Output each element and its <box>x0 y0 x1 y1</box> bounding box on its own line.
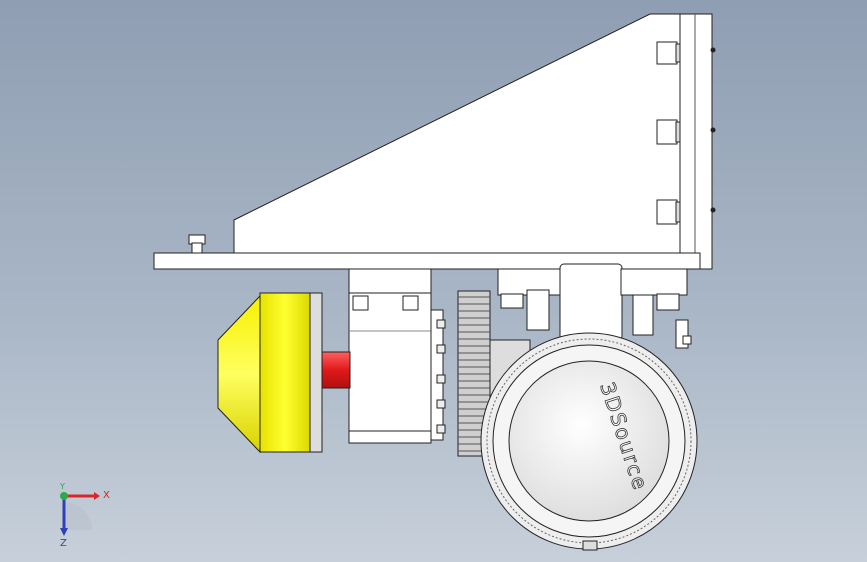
bracket-assembly[interactable] <box>153 13 716 270</box>
y-axis-icon <box>60 492 68 500</box>
vertical-plate <box>679 13 713 270</box>
bolt-heads <box>656 41 716 225</box>
z-axis-label: Z <box>60 538 67 548</box>
orientation-triad[interactable]: X Z Y <box>44 478 114 548</box>
bearing-block[interactable] <box>348 268 446 444</box>
drive-shaft[interactable] <box>321 351 351 389</box>
wheel[interactable]: 3DSource <box>480 332 698 551</box>
caster-mount[interactable] <box>497 263 692 349</box>
y-axis-label: Y <box>59 482 65 491</box>
yellow-hub[interactable] <box>217 292 323 454</box>
gusset-plate <box>233 13 681 254</box>
x-axis-label: X <box>103 490 110 501</box>
